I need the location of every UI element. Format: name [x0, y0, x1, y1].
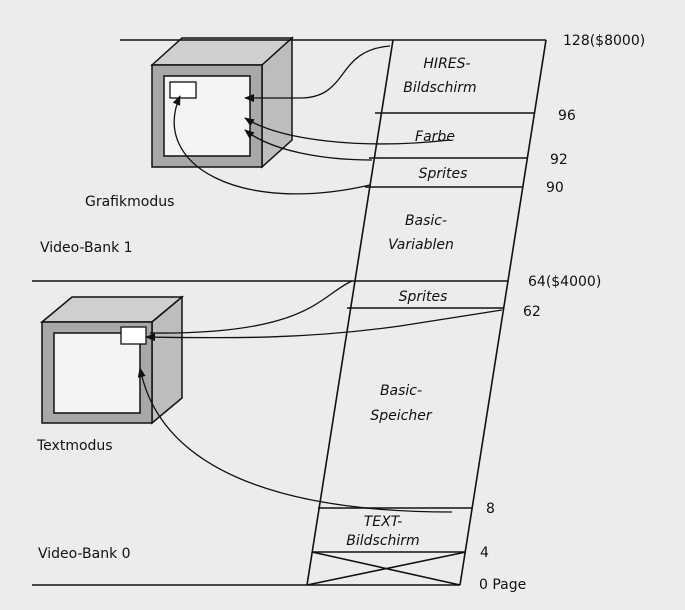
textmodus-label: Textmodus — [36, 438, 113, 454]
text-screen-window — [120, 326, 147, 345]
address-8: 8 — [486, 501, 495, 517]
zero-page-cross-b — [306, 551, 467, 586]
arrow-sprites1-b — [172, 95, 371, 195]
address-4: 4 — [480, 545, 489, 561]
text-screen-label-1: TEXT- — [364, 514, 403, 530]
arrow-sprites1-a — [244, 129, 373, 161]
sprites-bank1-label: Sprites — [419, 166, 468, 182]
graphics-screen-window — [169, 81, 197, 99]
zero-page-label: 0 Page — [479, 577, 526, 593]
address-90: 90 — [546, 180, 564, 196]
arrow-textscreen-to-text — [137, 367, 453, 513]
arrow-farbe-to-graphics — [244, 117, 451, 145]
address-62: 62 — [523, 304, 541, 320]
farbe-label: Farbe — [415, 129, 455, 145]
text-screen-label-2: Bildschirm — [346, 533, 419, 549]
sprites-bank0-label: Sprites — [399, 289, 448, 305]
basic-mem-label-2: Speicher — [370, 408, 432, 424]
address-64: 64($4000) — [528, 274, 601, 290]
address-96: 96 — [558, 108, 576, 124]
arrow-hires-to-graphics — [244, 45, 391, 102]
arrow-sprites0-curve — [149, 280, 353, 334]
video-bank-0-label: Video-Bank 0 — [38, 546, 131, 562]
hires-label-2: Bildschirm — [403, 80, 476, 96]
address-labels: 128($8000) 96 92 90 64($4000) 62 8 4 0 P… — [479, 33, 645, 593]
mode-labels: Grafikmodus Video-Bank 1 Textmodus Video… — [36, 194, 174, 562]
arrow-sprites0-to-text — [145, 309, 503, 342]
memory-column — [32, 39, 547, 586]
text-monitor-icon — [39, 295, 185, 425]
basic-var-label-2: Variablen — [388, 237, 454, 253]
basic-var-label-1: Basic- — [405, 213, 447, 229]
graphics-monitor-icon — [150, 36, 294, 169]
hires-label-1: HIRES- — [423, 56, 470, 72]
grafikmodus-label: Grafikmodus — [85, 194, 174, 210]
region-labels: HIRES- Bildschirm Farbe Sprites Basic- V… — [346, 56, 476, 549]
basic-mem-label-1: Basic- — [380, 383, 422, 399]
data-flow-arrows — [137, 45, 503, 513]
address-92: 92 — [550, 152, 568, 168]
video-bank-1-label: Video-Bank 1 — [40, 240, 133, 256]
address-128: 128($8000) — [563, 33, 645, 49]
